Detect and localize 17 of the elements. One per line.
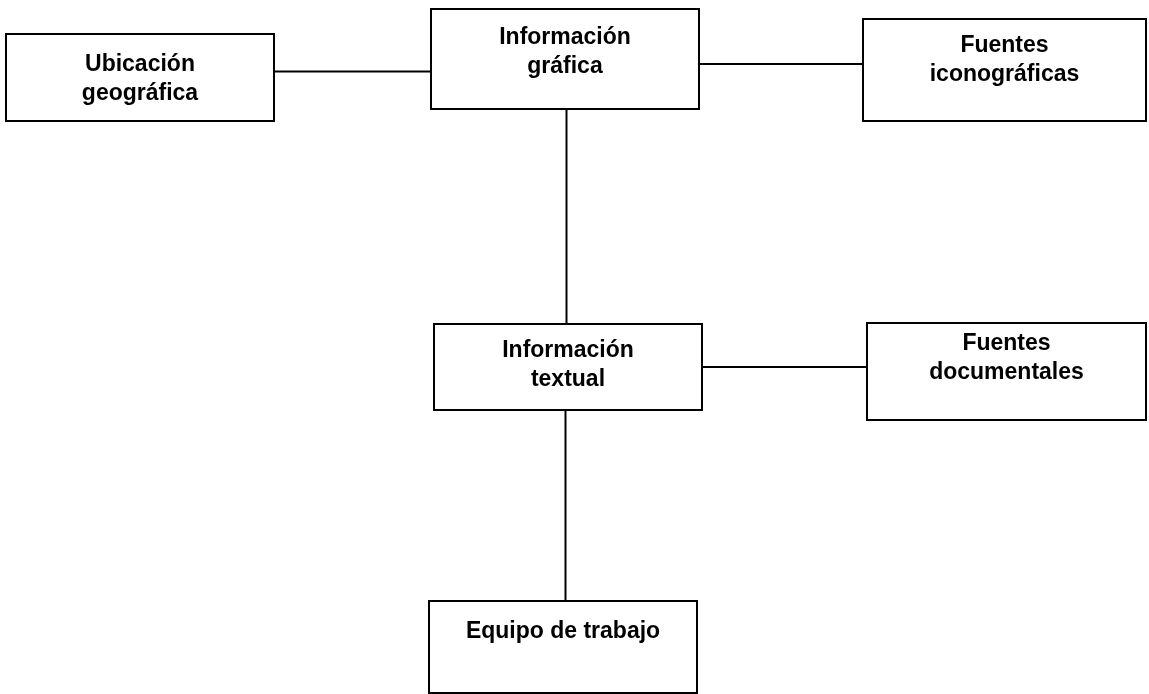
connector-line [699,63,863,65]
process-box [5,33,275,122]
connector-line [274,70,431,73]
process-box [433,323,703,411]
connector-line [702,366,867,368]
box-label: Ubicación geográfica [80,49,200,107]
box-label: Fuentes documentales [928,328,1085,386]
box-label: Fuentes iconográficas [928,30,1081,88]
process-box [430,8,700,110]
box-label: Información gráfica [498,22,632,80]
process-box [866,322,1147,421]
process-box [428,600,698,694]
connector-line [565,109,568,324]
box-label: Equipo de trabajo [464,616,662,645]
process-box [862,18,1147,122]
box-label: Información textual [501,335,635,393]
connector-line [564,410,567,601]
